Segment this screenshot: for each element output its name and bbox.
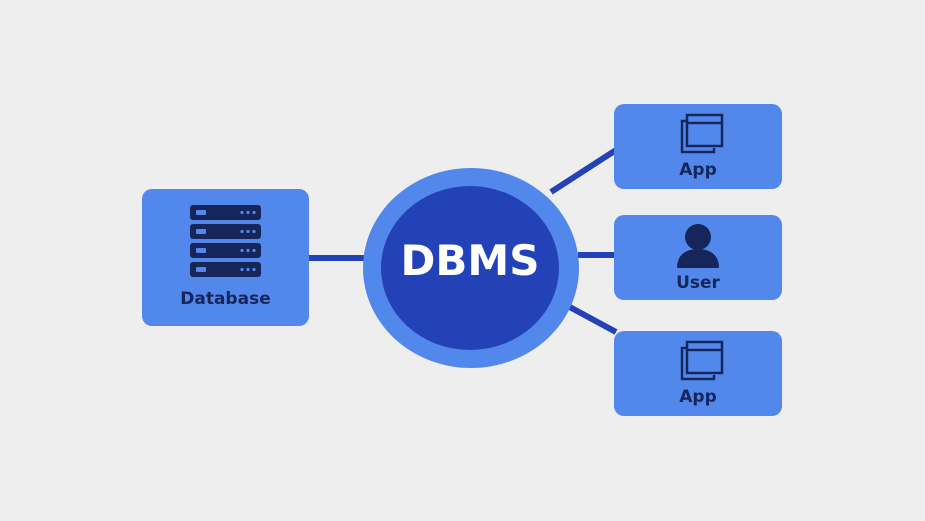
app-windows-icon: [680, 340, 724, 381]
dbms-label: DBMS: [400, 236, 540, 285]
dbms-core: [381, 186, 559, 350]
user-label: User: [676, 273, 720, 293]
app-label: App: [679, 160, 717, 180]
user-node: User: [614, 215, 782, 300]
server-rack-icon: [190, 205, 261, 277]
app-windows-icon: [680, 113, 724, 154]
app-node-bottom: App: [614, 331, 782, 416]
connector-dbms-app-top: [549, 147, 618, 195]
user-icon: [677, 224, 719, 268]
database-label: Database: [180, 289, 271, 309]
database-node: Database: [142, 189, 309, 326]
app-label: App: [679, 387, 717, 407]
app-node-top: App: [614, 104, 782, 189]
connector-dbms-app-bottom: [564, 302, 618, 335]
